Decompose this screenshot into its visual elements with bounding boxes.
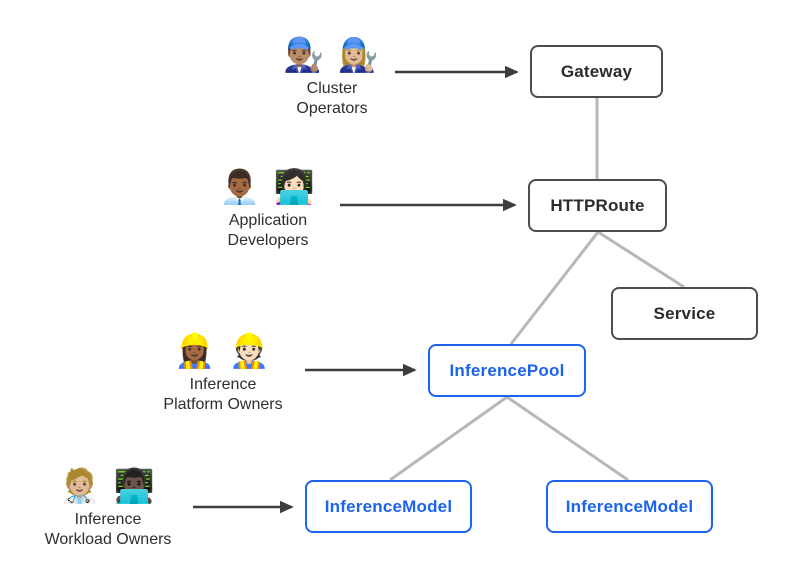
persona-application-developers: 👨🏾‍💼 👩🏻‍💻 Application Developers [168, 166, 368, 251]
label-line: Inference [189, 376, 257, 393]
platform-owners-emoji-icon: 👷🏾‍♀️ 👷🏻 [123, 330, 323, 372]
persona-cluster-operators: 👨🏽‍🔧 👩🏼‍🔧 Cluster Operators [232, 34, 432, 119]
health-worker-icon: 🧑🏼‍⚕️ [59, 467, 103, 504]
edge-httproute-inferencepool [509, 231, 600, 345]
woman-technologist-icon: 👩🏻‍💻 [273, 168, 317, 205]
node-service-label: Service [653, 303, 716, 323]
node-gateway-label: Gateway [560, 61, 633, 81]
node-inferencemodel-right: InferenceModel [546, 480, 713, 533]
node-inferencepool: InferencePool [428, 344, 586, 397]
label-line: Cluster [306, 80, 358, 97]
node-inferencemodel-right-label: InferenceModel [565, 496, 694, 516]
edge-inferencepool-inferencemodel-left [389, 395, 508, 482]
node-inferencemodel-left-label: InferenceModel [324, 496, 453, 516]
node-inferencemodel-left: InferenceModel [305, 480, 472, 533]
persona-inference-workload-owners-label: Inference Workload Owners [8, 510, 208, 550]
label-line: Application [228, 212, 308, 229]
man-technologist-icon: 👨🏿‍💻 [113, 467, 157, 504]
node-httproute-label: HTTPRoute [550, 195, 645, 215]
man-construction-worker-icon: 👷🏻 [228, 332, 272, 369]
label-line: Inference [74, 511, 142, 528]
node-gateway: Gateway [530, 45, 663, 98]
persona-cluster-operators-label: Cluster Operators [232, 79, 432, 119]
woman-construction-worker-icon: 👷🏾‍♀️ [174, 332, 218, 369]
persona-inference-platform-owners-label: Inference Platform Owners [123, 375, 323, 415]
persona-inference-platform-owners: 👷🏾‍♀️ 👷🏻 Inference Platform Owners [123, 330, 323, 415]
man-office-worker-icon: 👨🏾‍💼 [219, 168, 263, 205]
label-line: Platform Owners [163, 396, 283, 413]
node-service: Service [611, 287, 758, 340]
label-line: Operators [296, 100, 368, 117]
workload-owners-emoji-icon: 🧑🏼‍⚕️ 👨🏿‍💻 [8, 465, 208, 507]
persona-inference-workload-owners: 🧑🏼‍⚕️ 👨🏿‍💻 Inference Workload Owners [8, 465, 208, 550]
label-line: Developers [227, 232, 309, 249]
woman-mechanic-icon: 👩🏼‍🔧 [337, 36, 381, 73]
man-mechanic-icon: 👨🏽‍🔧 [283, 36, 327, 73]
edge-inferencepool-inferencemodel-right [506, 395, 629, 482]
label-line: Workload Owners [44, 531, 172, 548]
persona-application-developers-label: Application Developers [168, 211, 368, 251]
application-developers-emoji-icon: 👨🏾‍💼 👩🏻‍💻 [168, 166, 368, 208]
node-httproute: HTTPRoute [528, 179, 667, 232]
node-inferencepool-label: InferencePool [449, 360, 565, 380]
cluster-operators-emoji-icon: 👨🏽‍🔧 👩🏼‍🔧 [232, 34, 432, 76]
edge-httproute-service [597, 230, 685, 289]
